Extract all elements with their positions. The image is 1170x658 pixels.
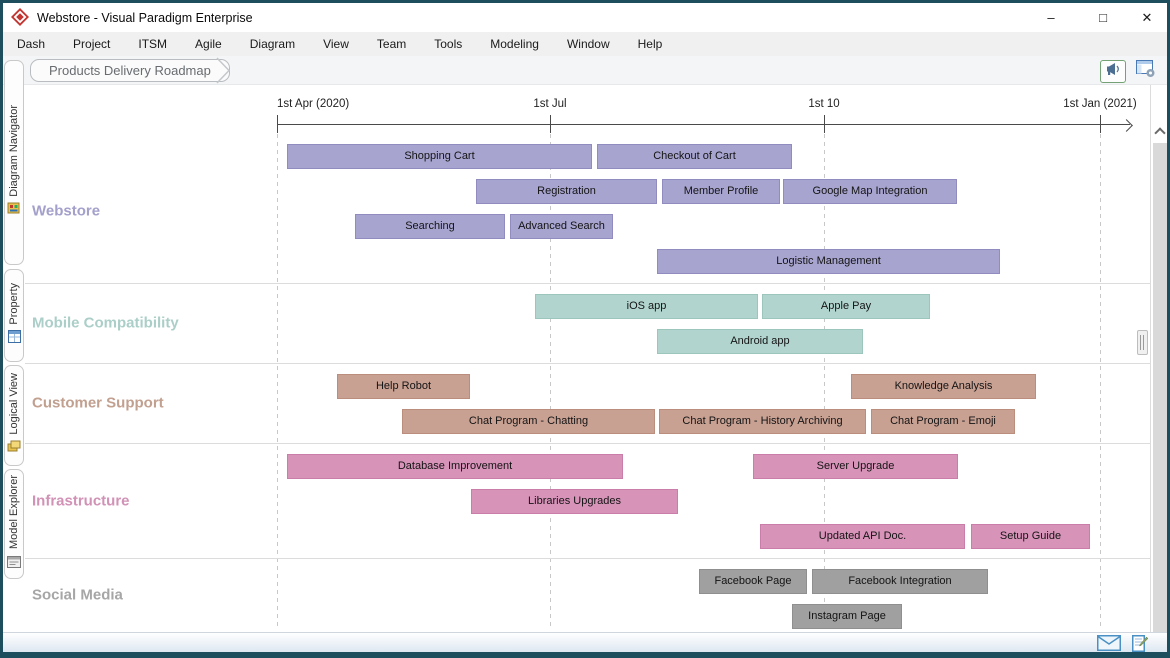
roadmap-task-google-map-integration[interactable]: Google Map Integration <box>783 179 957 204</box>
property-icon <box>8 330 21 348</box>
roadmap-task-knowledge-analysis[interactable]: Knowledge Analysis <box>851 374 1036 399</box>
sidebar-tab-logical-view[interactable]: Logical View <box>4 365 24 466</box>
mail-icon[interactable] <box>1097 635 1121 656</box>
sidebar-tab-label: Property <box>8 283 20 325</box>
roadmap-task-chat-program-chatting[interactable]: Chat Program - Chatting <box>402 409 655 434</box>
roadmap-task-searching[interactable]: Searching <box>355 214 505 239</box>
axis-tick-label: 1st Jul <box>533 98 566 110</box>
roadmap-task-facebook-page[interactable]: Facebook Page <box>699 569 807 594</box>
menu-view[interactable]: View <box>309 37 363 51</box>
roadmap-task-updated-api-doc-[interactable]: Updated API Doc. <box>760 524 965 549</box>
roadmap-task-registration[interactable]: Registration <box>476 179 657 204</box>
roadmap-task-apple-pay[interactable]: Apple Pay <box>762 294 930 319</box>
axis-tick-label: 1st Jan (2021) <box>1063 98 1137 110</box>
lane-label-social-media[interactable]: Social Media <box>32 587 123 604</box>
menu-itsm[interactable]: ITSM <box>124 37 181 51</box>
minimize-button[interactable]: – <box>1042 9 1060 27</box>
menu-project[interactable]: Project <box>59 37 124 51</box>
menu-dash[interactable]: Dash <box>3 37 59 51</box>
timeline-axis-arrowhead <box>1120 119 1133 132</box>
axis-tick-label: 1st Apr (2020) <box>277 98 349 110</box>
maximize-button[interactable]: □ <box>1094 9 1112 27</box>
left-panel-tabs: Diagram Navigator Property Logical View <box>3 85 25 632</box>
title-bar: Webstore - Visual Paradigm Enterprise – … <box>3 3 1167 32</box>
window-title: Webstore - Visual Paradigm Enterprise <box>37 11 253 25</box>
timeline-gridline <box>550 134 551 630</box>
roadmap-task-advanced-search[interactable]: Advanced Search <box>510 214 613 239</box>
timeline-gridline <box>1100 134 1101 630</box>
lane-label-customer-support[interactable]: Customer Support <box>32 395 164 412</box>
menu-bar: Dash Project ITSM Agile Diagram View Tea… <box>3 32 1167 56</box>
axis-tick-label: 1st 10 <box>808 98 839 110</box>
roadmap-task-help-robot[interactable]: Help Robot <box>337 374 470 399</box>
menu-diagram[interactable]: Diagram <box>236 37 309 51</box>
megaphone-icon <box>1105 62 1121 81</box>
diagram-navigator-icon <box>7 202 21 220</box>
lane-separator <box>25 283 1150 284</box>
menu-tools[interactable]: Tools <box>420 37 476 51</box>
roadmap-task-chat-program-emoji[interactable]: Chat Program - Emoji <box>871 409 1015 434</box>
visual-paradigm-logo-icon <box>11 8 29 26</box>
lane-label-mobile-compatibility[interactable]: Mobile Compatibility <box>32 315 179 332</box>
diagram-tab-bar: Products Delivery Roadmap <box>3 56 1167 85</box>
menu-agile[interactable]: Agile <box>181 37 236 51</box>
roadmap-task-shopping-cart[interactable]: Shopping Cart <box>287 144 592 169</box>
sidebar-tab-diagram-navigator[interactable]: Diagram Navigator <box>4 60 24 265</box>
menu-team[interactable]: Team <box>363 37 420 51</box>
scroll-up-icon[interactable] <box>1154 127 1165 138</box>
tab-products-delivery-roadmap[interactable]: Products Delivery Roadmap <box>30 59 230 82</box>
roadmap-task-ios-app[interactable]: iOS app <box>535 294 758 319</box>
roadmap-task-member-profile[interactable]: Member Profile <box>662 179 780 204</box>
lane-label-webstore[interactable]: Webstore <box>32 202 100 219</box>
layout-panes-icon <box>1136 60 1156 83</box>
timeline-axis <box>277 124 1130 125</box>
roadmap-task-database-improvement[interactable]: Database Improvement <box>287 454 623 479</box>
scrollbar-track[interactable] <box>1153 143 1167 632</box>
sidebar-tab-label: Logical View <box>8 373 20 435</box>
sidebar-tab-model-explorer[interactable]: Model Explorer <box>4 469 24 579</box>
roadmap-task-libraries-upgrades[interactable]: Libraries Upgrades <box>471 489 678 514</box>
lane-separator <box>25 558 1150 559</box>
sidebar-tab-label: Model Explorer <box>8 475 20 549</box>
edit-document-icon[interactable] <box>1131 635 1149 657</box>
logical-view-icon <box>7 440 21 458</box>
roadmap-task-chat-program-history-archiving[interactable]: Chat Program - History Archiving <box>659 409 866 434</box>
panel-splitter-handle[interactable] <box>1137 330 1148 355</box>
roadmap-task-setup-guide[interactable]: Setup Guide <box>971 524 1090 549</box>
lane-separator <box>25 363 1150 364</box>
roadmap-canvas[interactable]: 1st Apr (2020) 1st Jul 1st 10 1st Jan (2021… <box>25 85 1150 632</box>
menu-modeling[interactable]: Modeling <box>476 37 553 51</box>
status-bar <box>3 632 1167 652</box>
roadmap-task-android-app[interactable]: Android app <box>657 329 863 354</box>
layout-panes-button[interactable] <box>1132 60 1159 83</box>
roadmap-task-instagram-page[interactable]: Instagram Page <box>792 604 902 629</box>
roadmap-task-server-upgrade[interactable]: Server Upgrade <box>753 454 958 479</box>
sidebar-tab-property[interactable]: Property <box>4 269 24 362</box>
menu-window[interactable]: Window <box>553 37 624 51</box>
roadmap-task-logistic-management[interactable]: Logistic Management <box>657 249 1000 274</box>
menu-help[interactable]: Help <box>624 37 677 51</box>
roadmap-task-facebook-integration[interactable]: Facebook Integration <box>812 569 988 594</box>
timeline-gridline <box>824 134 825 630</box>
lane-separator <box>25 443 1150 444</box>
vertical-scrollbar[interactable] <box>1150 85 1167 632</box>
roadmap-task-checkout-of-cart[interactable]: Checkout of Cart <box>597 144 792 169</box>
lane-label-infrastructure[interactable]: Infrastructure <box>32 492 130 509</box>
close-button[interactable]: ✕ <box>1138 9 1156 27</box>
timeline-gridline <box>277 134 278 630</box>
sidebar-tab-label: Diagram Navigator <box>8 105 20 197</box>
model-explorer-icon <box>7 555 21 573</box>
announcement-button[interactable] <box>1100 60 1126 83</box>
